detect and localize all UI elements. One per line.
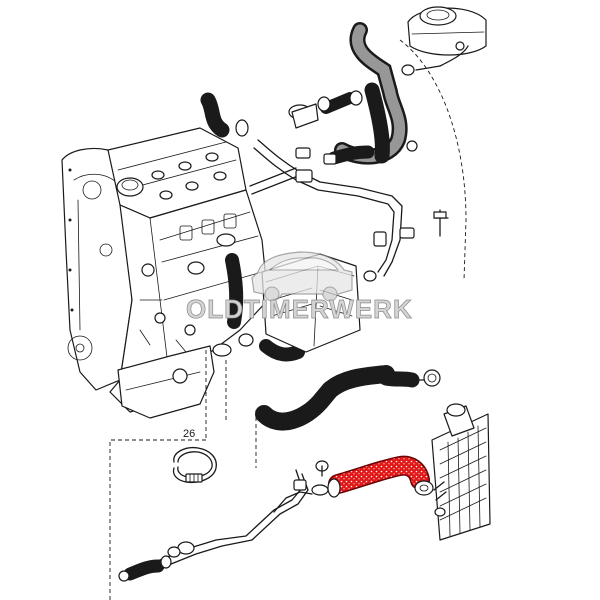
watermark-text: OLDTIMERWERK <box>186 294 413 324</box>
highlighted-hose[interactable] <box>327 455 434 498</box>
expansion-tank <box>407 6 487 67</box>
lower-components <box>118 403 491 582</box>
leader-lines <box>109 39 467 600</box>
callout-26: 26 <box>183 428 195 440</box>
upper-coolant-hoses <box>200 22 449 277</box>
watermark: OLDTIMERWERK <box>186 251 413 324</box>
